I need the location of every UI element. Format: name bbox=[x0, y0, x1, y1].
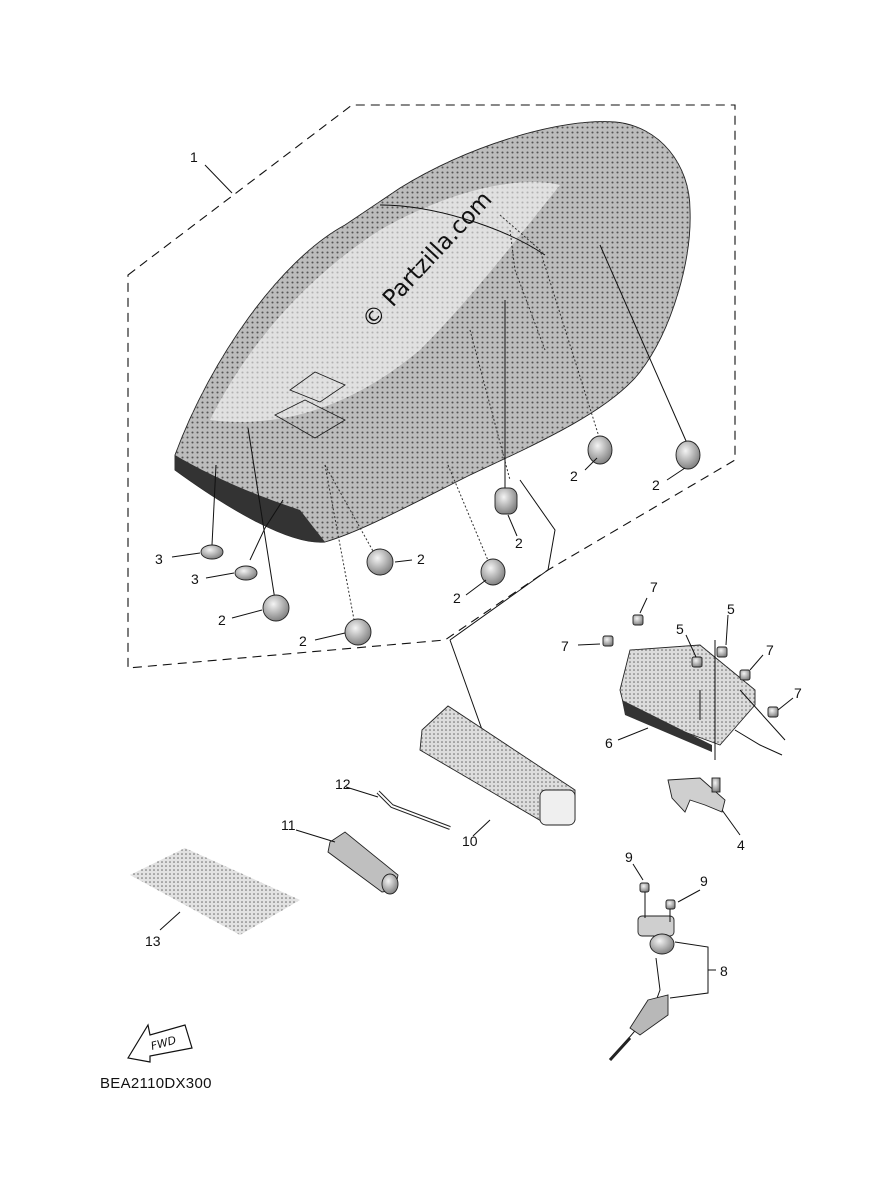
callout-3: 3 bbox=[155, 551, 163, 567]
washer-group bbox=[200, 544, 258, 581]
callout-2: 2 bbox=[299, 633, 307, 649]
damper bbox=[344, 618, 372, 646]
fwd-arrow: FWD bbox=[127, 1023, 193, 1063]
callout-2: 2 bbox=[417, 551, 425, 567]
callout-9: 9 bbox=[700, 873, 708, 889]
callout-3: 3 bbox=[191, 571, 199, 587]
callout-1: 1 bbox=[190, 149, 198, 165]
diagram-code: BEA2110DX300 bbox=[100, 1075, 212, 1092]
washer bbox=[234, 565, 258, 581]
screw bbox=[691, 656, 703, 668]
damper-group bbox=[262, 435, 701, 646]
damper bbox=[494, 487, 518, 515]
tool-bag bbox=[419, 705, 576, 826]
callout-10: 10 bbox=[462, 833, 478, 849]
mounting-lines bbox=[211, 214, 691, 753]
owners-manual bbox=[130, 848, 300, 935]
damper bbox=[480, 558, 506, 586]
callouts: 1 2 2 2 2 2 2 2 3 3 4 5 5 6 7 7 7 7 8 9 … bbox=[145, 149, 802, 979]
washer bbox=[200, 544, 224, 560]
damper bbox=[675, 440, 701, 470]
callout-8: 8 bbox=[720, 963, 728, 979]
screw bbox=[739, 669, 751, 681]
screw bbox=[602, 635, 614, 647]
screw bbox=[632, 614, 644, 626]
screw-group bbox=[602, 614, 779, 718]
callout-12: 12 bbox=[335, 776, 351, 792]
callout-9: 9 bbox=[625, 849, 633, 865]
seat bbox=[174, 121, 691, 543]
seat-lock-bracket bbox=[619, 640, 786, 760]
seat-assembly-boundary bbox=[127, 104, 736, 669]
damper bbox=[366, 548, 394, 576]
screw bbox=[716, 646, 728, 658]
callout-7: 7 bbox=[794, 685, 802, 701]
callout-6: 6 bbox=[605, 735, 613, 751]
screwdriver bbox=[327, 831, 399, 895]
callout-2: 2 bbox=[453, 590, 461, 606]
damper bbox=[587, 435, 613, 465]
seat-lock-hook bbox=[667, 777, 726, 813]
fwd-label: FWD bbox=[149, 1034, 177, 1053]
callout-4: 4 bbox=[737, 837, 745, 853]
callout-7: 7 bbox=[650, 579, 658, 595]
callout-5: 5 bbox=[676, 621, 684, 637]
callout-2: 2 bbox=[218, 612, 226, 628]
helmet-lock bbox=[608, 882, 676, 1062]
callout-2: 2 bbox=[652, 477, 660, 493]
screw bbox=[767, 706, 779, 718]
callout-13: 13 bbox=[145, 933, 161, 949]
leader-lines bbox=[159, 164, 794, 999]
callout-7: 7 bbox=[561, 638, 569, 654]
damper bbox=[262, 594, 290, 622]
callout-11: 11 bbox=[281, 817, 296, 833]
callout-2: 2 bbox=[570, 468, 578, 484]
callout-2: 2 bbox=[515, 535, 523, 551]
callout-5: 5 bbox=[727, 601, 735, 617]
hex-wrench bbox=[376, 790, 451, 830]
callout-7: 7 bbox=[766, 642, 774, 658]
